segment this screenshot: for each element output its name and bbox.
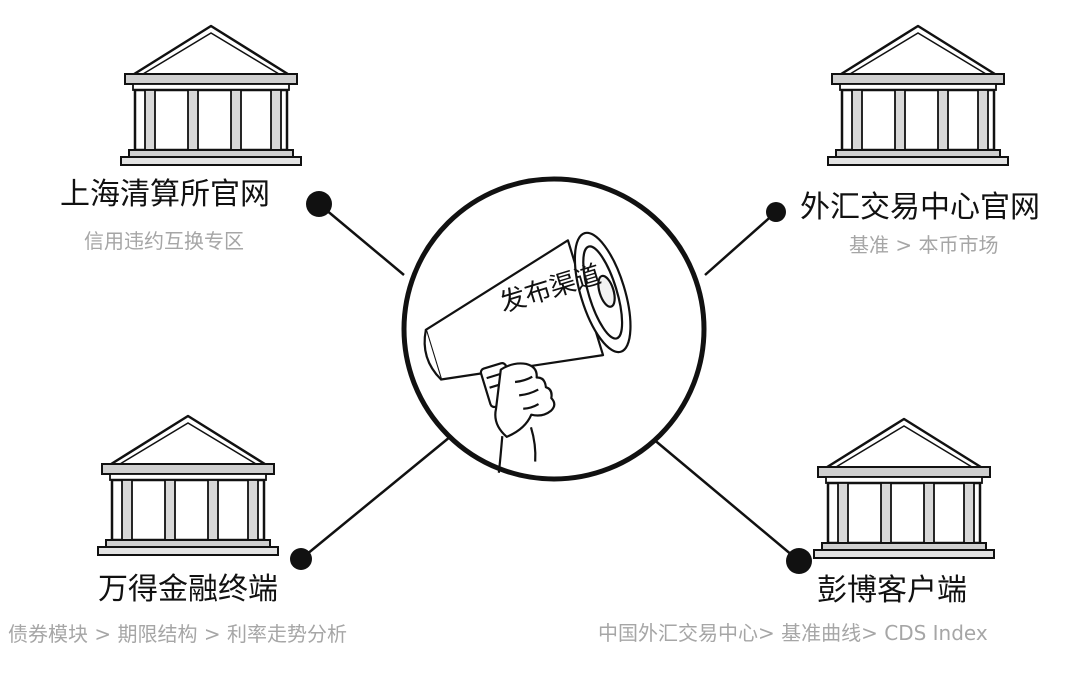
bank-building-icon <box>119 24 303 167</box>
connector-line-bottom-right <box>651 437 800 562</box>
channel-title-shclearing: 上海清算所官网 <box>60 177 270 212</box>
bank-building-icon <box>812 417 996 560</box>
connector-line-top-right <box>704 211 777 276</box>
connector-line-bottom-left <box>300 431 457 560</box>
megaphone-hand-icon <box>401 176 707 482</box>
node-dot-bottom-right <box>786 548 812 574</box>
channel-subtitle-shclearing: 信用违约互换专区 <box>84 229 244 253</box>
bank-building-icon <box>96 414 280 557</box>
channel-title-wind: 万得金融终端 <box>98 572 278 607</box>
channel-title-bloomberg: 彭博客户端 <box>817 573 967 608</box>
channel-subtitle-cfets: 基准 > 本币市场 <box>849 233 999 257</box>
channel-subtitle-wind: 债券模块 > 期限结构 > 利率走势分析 <box>8 622 347 646</box>
channel-subtitle-bloomberg: 中国外汇交易中心> 基准曲线> CDS Index <box>598 621 988 645</box>
node-dot-top-left <box>306 191 332 217</box>
connector-line-top-left <box>318 203 405 276</box>
channel-title-cfets: 外汇交易中心官网 <box>800 190 1040 225</box>
bank-building-icon <box>826 24 1010 167</box>
node-dot-bottom-left <box>290 548 312 570</box>
node-dot-top-right <box>766 202 786 222</box>
